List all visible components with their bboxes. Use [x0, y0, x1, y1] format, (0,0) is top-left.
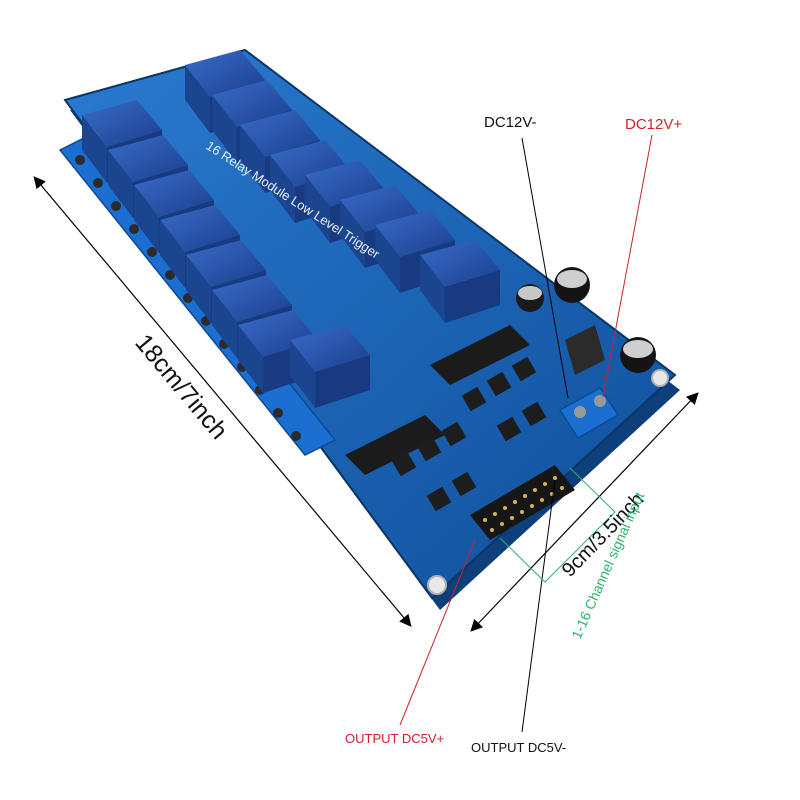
output-dc5v-minus-label: OUTPUT DC5V-: [471, 740, 566, 755]
dc12v-minus-label: DC12V-: [484, 114, 537, 131]
output-dc5v-plus-label: OUTPUT DC5V+: [345, 731, 444, 746]
voltage-regulator: [565, 325, 605, 375]
dc12v-plus-label: DC12V+: [625, 116, 682, 133]
capacitors: [516, 267, 656, 373]
mount-hole: [651, 369, 669, 387]
length-dimension-arrow: [33, 176, 412, 627]
output-dc5v-plus-pointer: [399, 539, 476, 726]
dc12v-plus-pointer: [602, 134, 653, 398]
mount-hole: [427, 575, 447, 595]
dc12v-minus-pointer: [521, 137, 569, 399]
width-dimension-arrow: [470, 392, 699, 632]
output-dc5v-minus-pointer: [521, 479, 556, 733]
signal-input-bracket: [499, 467, 616, 583]
